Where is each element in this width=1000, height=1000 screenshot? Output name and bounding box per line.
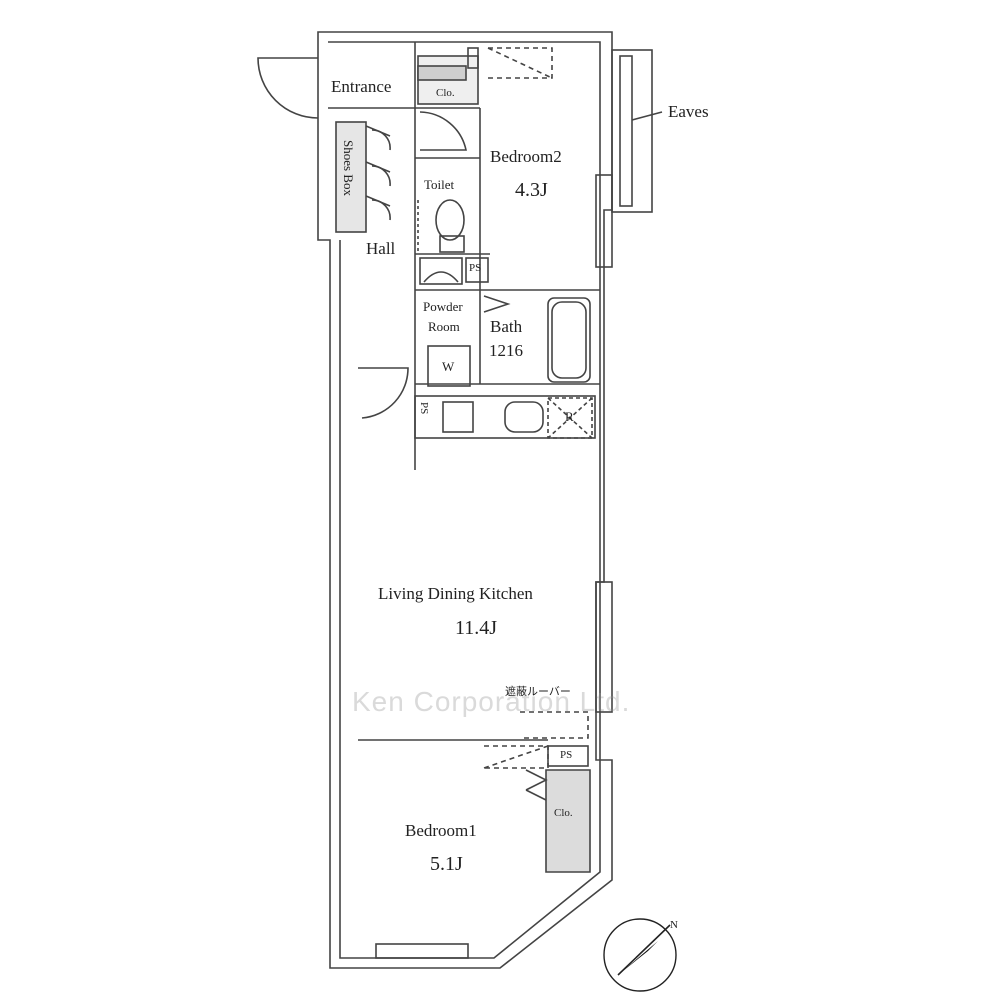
ps-bottom-label: PS (560, 749, 573, 761)
ldk-size-label: 11.4J (455, 617, 498, 639)
toilet-tank (439, 235, 465, 253)
closet-bottom-outline (545, 769, 591, 873)
outer-wall (317, 31, 613, 969)
refrigerator-label: R (565, 409, 574, 424)
powder-room-line2: Room (428, 319, 460, 334)
bathtub (547, 297, 591, 383)
ldk-label: Living Dining Kitchen (378, 584, 533, 603)
ps-bottom-box (547, 745, 589, 767)
compass-north-label: N (670, 919, 678, 931)
bedroom2-label: Bedroom2 (490, 147, 562, 166)
bath-label: Bath (490, 317, 523, 336)
bedroom1-label: Bedroom1 (405, 821, 477, 840)
bedroom2-size-label: 4.3J (515, 179, 548, 201)
shoes-box-outline (335, 121, 367, 233)
closet-bottom-label: Clo. (554, 807, 573, 819)
inner-wall (328, 41, 601, 959)
ps-top-label: PS (469, 262, 482, 274)
powder-room-line1: Powder (423, 299, 463, 314)
eaves-label: Eaves (668, 102, 709, 121)
closet-top-label: Clo. (436, 87, 455, 99)
shoes-box-label: Shoes Box (341, 140, 356, 196)
toilet-bowl (435, 199, 465, 241)
bath-size-label: 1216 (489, 341, 523, 360)
eaves-outline (611, 49, 653, 213)
compass (603, 918, 677, 992)
eaves-inner (619, 55, 633, 207)
ps-top-box (465, 257, 489, 283)
hall-label: Hall (366, 239, 396, 258)
entrance-door (257, 57, 319, 119)
entrance-label: Entrance (331, 77, 392, 96)
watermark: Ken Corporation Ltd. (352, 686, 631, 717)
washer-box (427, 345, 471, 387)
bedroom1-size-label: 5.1J (430, 853, 463, 875)
washer-label: W (442, 359, 455, 374)
kitchen-counter (414, 395, 596, 439)
ps-kitchen-label: PS (418, 402, 430, 415)
louver-label: 遮蔽ルーバー (505, 686, 571, 698)
toilet-label: Toilet (424, 177, 455, 192)
